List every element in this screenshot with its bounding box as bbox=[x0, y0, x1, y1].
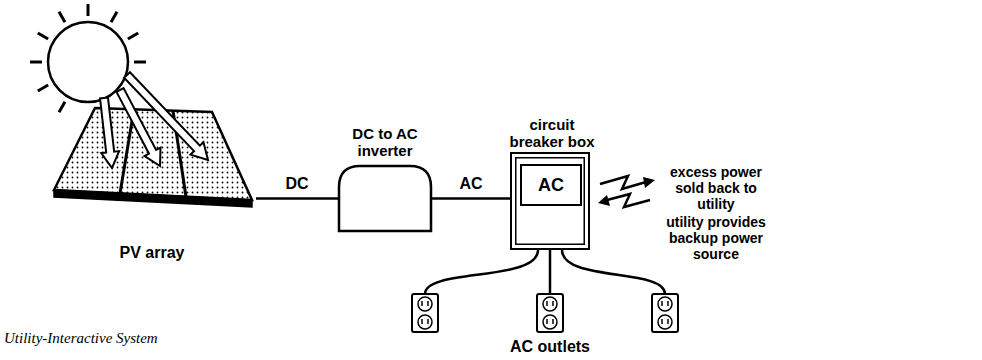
component-label: DC to AC inverter bbox=[335, 125, 435, 160]
component-label: circuit breaker box bbox=[504, 116, 600, 151]
sun-ray bbox=[128, 33, 138, 39]
sunlight-arrow bbox=[100, 98, 119, 168]
pv-array: PV array bbox=[48, 102, 256, 236]
outlets-label: AC outlets bbox=[495, 338, 605, 356]
sun-ray bbox=[38, 33, 48, 39]
ac-panel-box: AC bbox=[520, 164, 582, 206]
breaker-box: circuit breaker boxAC bbox=[510, 152, 590, 250]
sun-ray bbox=[59, 102, 65, 112]
wire-label: AC bbox=[457, 175, 484, 193]
power-wire bbox=[432, 197, 510, 200]
panel-label: AC bbox=[538, 175, 564, 196]
figure-caption: Utility-Interactive System bbox=[4, 330, 158, 347]
sun-ray bbox=[30, 61, 42, 64]
sun-ray bbox=[111, 12, 117, 22]
utility-lightning bbox=[598, 176, 655, 207]
component-label: PV array bbox=[48, 244, 256, 262]
power-wire bbox=[256, 197, 338, 200]
inverter-box: DC to AC inverter bbox=[338, 165, 432, 232]
sun-ray bbox=[59, 12, 65, 22]
sun-ray bbox=[38, 85, 48, 91]
sun-ray bbox=[87, 4, 90, 16]
utility-note: utility provides backup power source bbox=[655, 214, 777, 262]
pv-panel bbox=[48, 102, 256, 236]
ac-outlets bbox=[412, 294, 678, 332]
sun-ray bbox=[134, 61, 146, 64]
inverter-outline bbox=[338, 165, 432, 232]
ac-wires bbox=[425, 250, 665, 294]
utility-note: excess power sold back to utility bbox=[655, 164, 777, 212]
wire-label: DC bbox=[283, 175, 310, 193]
sun-disc bbox=[48, 22, 128, 102]
sunlight-arrow bbox=[124, 72, 208, 160]
